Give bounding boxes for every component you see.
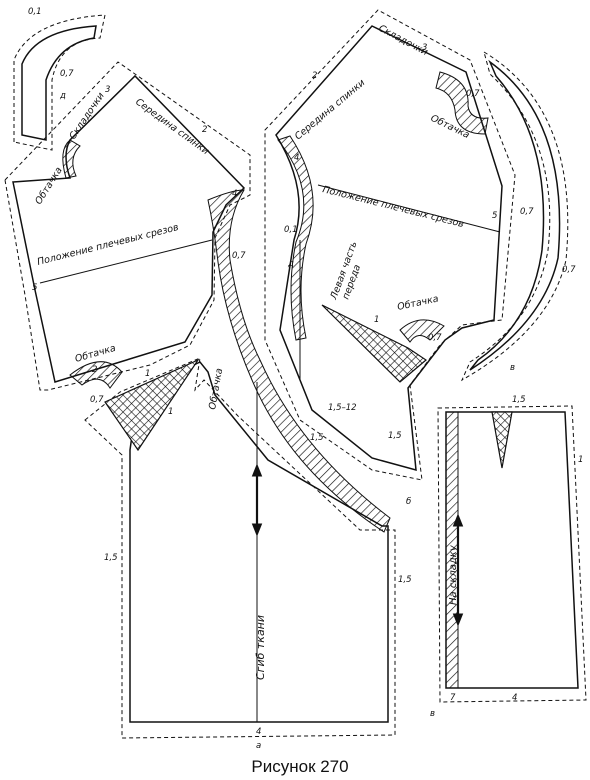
back-num-1: 3 — [105, 85, 110, 95]
piece-g-letter: в — [510, 363, 515, 373]
piece-g-num-1: 0,7 — [520, 207, 534, 217]
front-num-7: 0,7 — [428, 333, 442, 343]
piece-a-num-4: 1,5 — [310, 433, 324, 443]
back-facing-label: Обтачка — [33, 165, 65, 206]
piece-g-curved-facing: 0,7 0,7 в — [460, 50, 576, 382]
front-num-5: 0,1 — [284, 225, 298, 235]
piece-b-num-1: 1,5 — [388, 431, 402, 441]
piece-v-num-4: 7 — [450, 693, 456, 703]
back-shoulder-label: Положение плечевых срезов — [36, 222, 180, 268]
piece-a-letter: а — [256, 741, 261, 751]
piece-a-num-3: 1,5 — [398, 575, 412, 585]
piece-v-num-1: 1,5 — [512, 395, 526, 405]
lower-facing-num-2: 0,7 — [90, 395, 104, 405]
piece-d-num-1: 0,1 — [28, 7, 42, 17]
front-middle-label: Середина спинки — [293, 77, 367, 142]
piece-v: На складку 1,5 1 4 7 в — [430, 395, 587, 719]
piece-b-letter-d: д — [287, 259, 294, 269]
piece-g-num-2: 0,7 — [562, 265, 576, 275]
back-num-3: 5 — [32, 283, 37, 293]
piece-d-letter: д — [59, 91, 66, 101]
figure-caption: Рисунок 270 — [251, 757, 348, 776]
piece-a-num-5: 1 — [145, 369, 150, 379]
piece-v-fold-label: На складку — [448, 544, 459, 605]
piece-v-letter: в — [430, 709, 435, 719]
piece-a: Сгиб ткани 4 а 1,5 1,5 1,5 1 1 — [84, 357, 412, 751]
lower-facing-num-1: 2 — [92, 365, 97, 375]
piece-a-fold-label: Сгиб ткани — [254, 615, 267, 680]
piece-d-small-facing: 0,1 0,7 д — [13, 7, 106, 151]
lower-facing-label: Обтачка — [74, 343, 117, 365]
back-middle-label: Середина спинки — [133, 97, 211, 158]
piece-v-num-2: 1 — [578, 455, 583, 465]
piece-b-num-2: 1,5–12 — [328, 403, 357, 413]
piece-b-letter: б — [406, 497, 411, 507]
front-shoulder-label: Положение плечевых срезов — [321, 184, 465, 230]
front-facing-2-label: Обтачка — [396, 293, 439, 313]
back-num-5: 0,7 — [232, 251, 246, 261]
piece-a-num-6: 1 — [168, 407, 173, 417]
piece-a-num-1: 4 — [256, 727, 261, 737]
front-num-4: 4 — [294, 153, 299, 163]
front-num-6: 0,7 — [466, 89, 480, 99]
back-pleats-label: Складочки — [67, 91, 106, 142]
piece-v-num-3: 4 — [512, 693, 517, 703]
front-num-1: 2 — [312, 71, 317, 81]
lower-facing: Обтачка 2 0,7 — [69, 343, 123, 405]
piece-a-num-2: 1,5 — [104, 553, 118, 563]
piece-b-num-3: 1 — [374, 315, 379, 325]
piece-d-num-2: 0,7 — [60, 69, 74, 79]
front-num-3: 5 — [492, 211, 497, 221]
front-num-2: 3 — [422, 43, 427, 53]
back-num-2: 2 — [202, 125, 207, 135]
